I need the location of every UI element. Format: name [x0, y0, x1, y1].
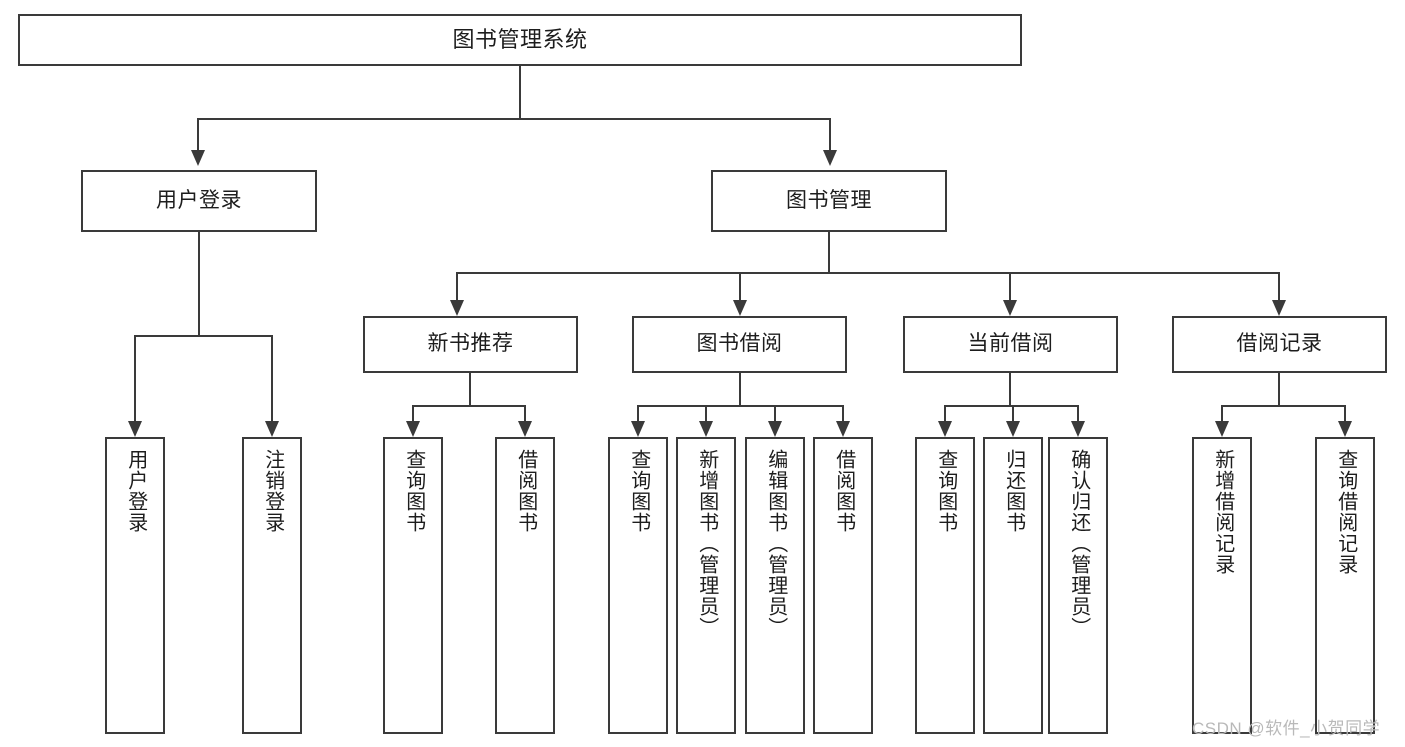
connector-current-borrow-leaf-3 — [1077, 405, 1079, 421]
connector-new-books-stem — [469, 373, 471, 405]
arrowhead-borrow-books-leaf-4 — [836, 421, 850, 437]
arrowhead-to-current-borrow — [1003, 300, 1017, 316]
arrowhead-borrow-records-leaf-1 — [1215, 421, 1229, 437]
node-label: 确认归还（管理员） — [1067, 449, 1090, 638]
connector-level3-bus — [456, 272, 1279, 274]
leaf-borrow-edit-book-admin[interactable]: 编辑图书（管理员） — [745, 437, 805, 734]
connector-borrow-books-leaf-3 — [774, 405, 776, 421]
connector-to-borrow-books — [739, 272, 741, 300]
connector-current-borrow-stem — [1009, 373, 1011, 405]
arrowhead-to-user-login — [191, 150, 205, 166]
arrowhead-to-borrow-records — [1272, 300, 1286, 316]
connector-new-books-leaf-1 — [412, 405, 414, 421]
arrowhead-to-new-books — [450, 300, 464, 316]
leaf-new-books-borrow-book[interactable]: 借阅图书 — [495, 437, 555, 734]
connector-user-login-leaf-1 — [134, 335, 136, 421]
leaf-records-query-record[interactable]: 查询借阅记录 — [1315, 437, 1375, 734]
node-current-borrow[interactable]: 当前借阅 — [903, 316, 1118, 373]
node-book-management[interactable]: 图书管理 — [711, 170, 947, 232]
node-label: 用户登录 — [156, 188, 242, 212]
connector-level2-bus — [197, 118, 831, 120]
node-label: 查询图书 — [402, 449, 425, 533]
node-root-system[interactable]: 图书管理系统 — [18, 14, 1022, 66]
node-book-borrow[interactable]: 图书借阅 — [632, 316, 847, 373]
node-label: 借阅图书 — [514, 449, 537, 533]
connector-borrow-books-stem — [739, 373, 741, 405]
node-label: 编辑图书（管理员） — [764, 449, 787, 638]
node-label: 借阅记录 — [1236, 332, 1323, 356]
node-new-book-recommend[interactable]: 新书推荐 — [363, 316, 578, 373]
connector-to-current-borrow — [1009, 272, 1011, 300]
leaf-current-query-book[interactable]: 查询图书 — [915, 437, 975, 734]
arrowhead-borrow-records-leaf-2 — [1338, 421, 1352, 437]
arrowhead-current-borrow-leaf-1 — [938, 421, 952, 437]
arrowhead-to-book-mgmt — [823, 150, 837, 166]
node-label: 借阅图书 — [832, 449, 855, 533]
connector-borrow-books-leaf-1 — [637, 405, 639, 421]
leaf-borrow-add-book-admin[interactable]: 新增图书（管理员） — [676, 437, 736, 734]
node-label: 归还图书 — [1002, 449, 1025, 533]
leaf-user-login[interactable]: 用户登录 — [105, 437, 165, 734]
node-label: 新增图书（管理员） — [695, 449, 718, 638]
connector-borrow-records-leaf-2 — [1344, 405, 1346, 421]
node-label: 图书管理 — [786, 188, 872, 212]
leaf-borrow-query-book[interactable]: 查询图书 — [608, 437, 668, 734]
leaf-records-add-record[interactable]: 新增借阅记录 — [1192, 437, 1252, 734]
connector-user-login-leaf-2 — [271, 335, 273, 421]
connector-book-mgmt-stem — [828, 232, 830, 272]
node-label: 新增借阅记录 — [1211, 449, 1234, 575]
connector-new-books-leaf-2 — [524, 405, 526, 421]
arrowhead-borrow-books-leaf-1 — [631, 421, 645, 437]
arrowhead-current-borrow-leaf-3 — [1071, 421, 1085, 437]
node-label: 图书借阅 — [696, 332, 783, 356]
node-label: 当前借阅 — [967, 332, 1054, 356]
leaf-new-books-query-book[interactable]: 查询图书 — [383, 437, 443, 734]
leaf-current-confirm-return-admin[interactable]: 确认归还（管理员） — [1048, 437, 1108, 734]
leaf-logout[interactable]: 注销登录 — [242, 437, 302, 734]
connector-borrow-books-leaf-2 — [705, 405, 707, 421]
connector-to-book-mgmt — [829, 118, 831, 150]
connector-to-new-books — [456, 272, 458, 300]
arrowhead-current-borrow-leaf-2 — [1006, 421, 1020, 437]
node-label: 查询图书 — [627, 449, 650, 533]
connector-to-borrow-records — [1278, 272, 1280, 300]
node-label: 图书管理系统 — [452, 27, 588, 53]
node-label: 新书推荐 — [427, 332, 514, 356]
arrowhead-new-books-leaf-2 — [518, 421, 532, 437]
connector-to-user-login — [197, 118, 199, 150]
connector-borrow-books-leaf-4 — [842, 405, 844, 421]
node-label: 查询图书 — [934, 449, 957, 533]
connector-borrow-records-leaf-1 — [1221, 405, 1223, 421]
arrowhead-user-login-leaf-1 — [128, 421, 142, 437]
connector-current-borrow-leaf-2 — [1012, 405, 1014, 421]
connector-user-login-stem — [198, 232, 200, 335]
arrowhead-user-login-leaf-2 — [265, 421, 279, 437]
arrowhead-borrow-books-leaf-2 — [699, 421, 713, 437]
node-label: 注销登录 — [261, 449, 284, 533]
connector-borrow-books-bus — [637, 405, 843, 407]
arrowhead-to-borrow-books — [733, 300, 747, 316]
arrowhead-new-books-leaf-1 — [406, 421, 420, 437]
connector-current-borrow-bus — [944, 405, 1077, 407]
leaf-borrow-borrow-book[interactable]: 借阅图书 — [813, 437, 873, 734]
connector-root-stem — [519, 66, 521, 118]
connector-current-borrow-leaf-1 — [944, 405, 946, 421]
connector-new-books-bus — [412, 405, 525, 407]
connector-borrow-records-stem — [1278, 373, 1280, 405]
node-borrow-record[interactable]: 借阅记录 — [1172, 316, 1387, 373]
node-label: 用户登录 — [124, 449, 147, 533]
arrowhead-borrow-books-leaf-3 — [768, 421, 782, 437]
node-label: 查询借阅记录 — [1334, 449, 1357, 575]
connector-user-login-bus — [134, 335, 272, 337]
leaf-current-return-book[interactable]: 归还图书 — [983, 437, 1043, 734]
node-user-login[interactable]: 用户登录 — [81, 170, 317, 232]
connector-borrow-records-bus — [1221, 405, 1345, 407]
